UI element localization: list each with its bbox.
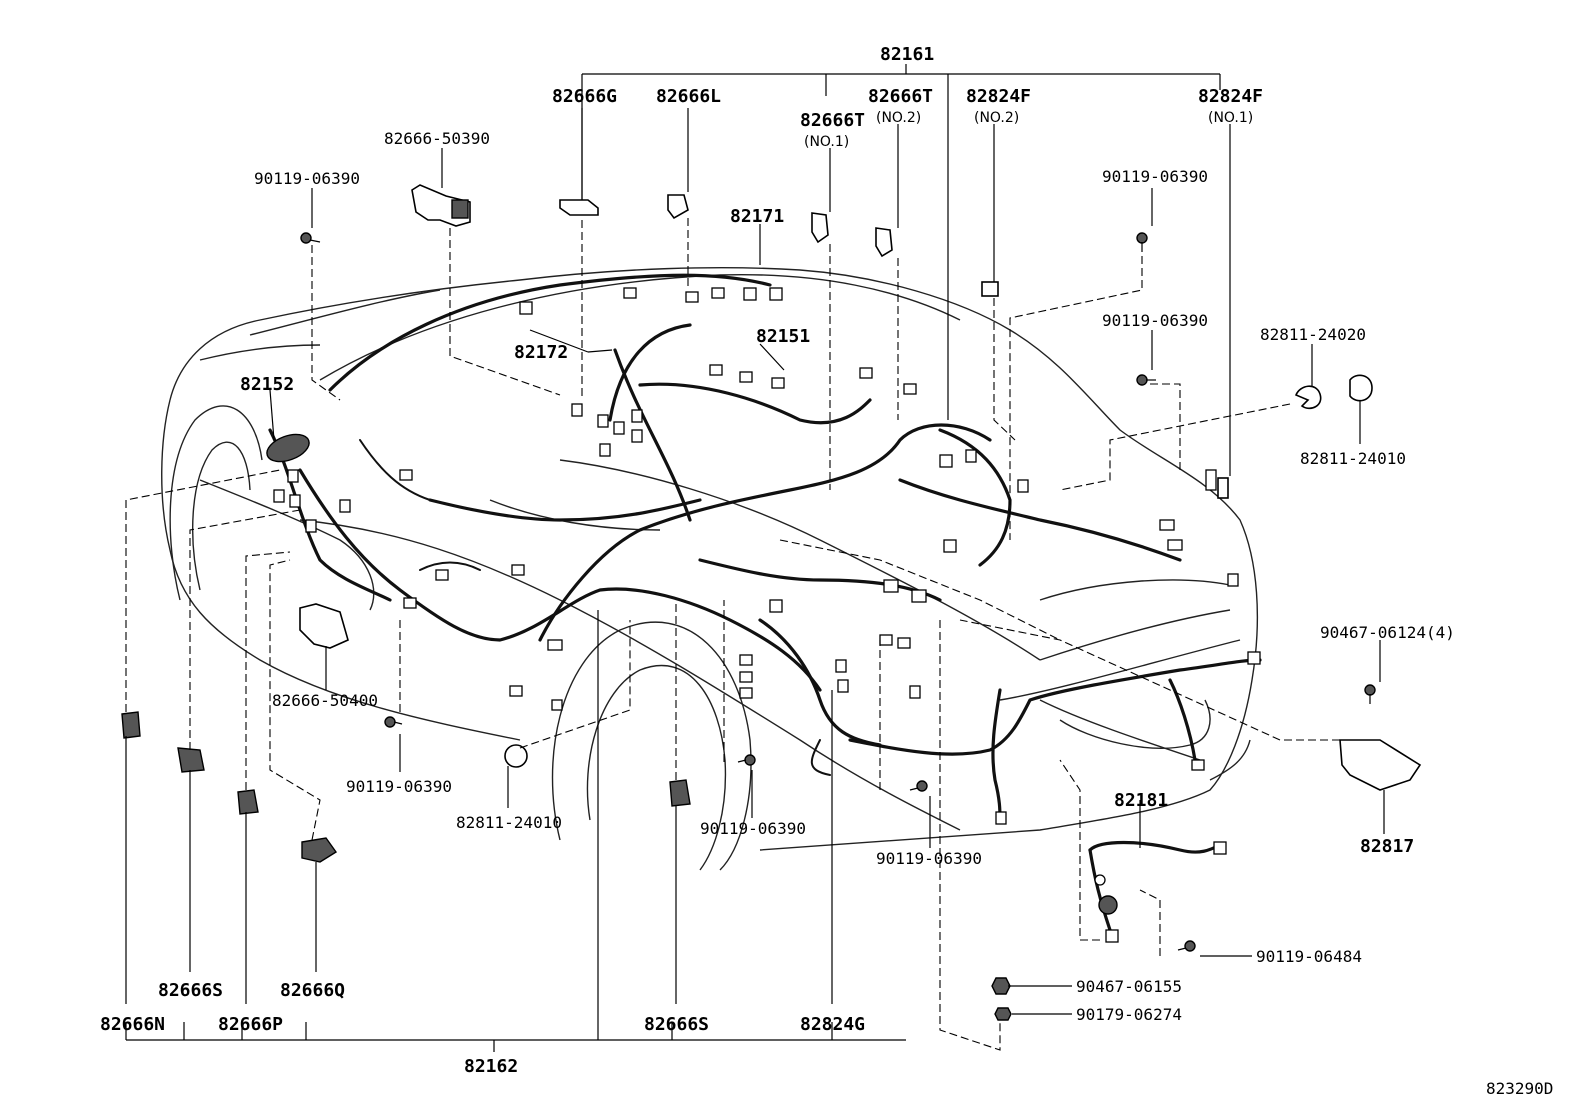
label-82666-50400: 82666-50400 <box>272 691 378 710</box>
diagram-id: 823290D <box>1486 1079 1553 1098</box>
label-82666-50390: 82666-50390 <box>384 129 490 148</box>
bolt-icon <box>1177 940 1196 952</box>
label-90119-06390-tl: 90119-06390 <box>254 169 360 188</box>
bolt-icon <box>909 780 928 792</box>
bolt-icon <box>1364 684 1376 704</box>
dashed-leaders <box>125 218 1340 1051</box>
label-82666S-mid: 82666S <box>644 1014 709 1035</box>
bolt-icon <box>384 716 403 728</box>
label-90119-06390-bl: 90119-06390 <box>346 777 452 796</box>
nut-icon <box>994 1007 1012 1021</box>
label-82666P: 82666P <box>218 1014 283 1035</box>
label-82181: 82181 <box>1114 790 1168 811</box>
label-82151: 82151 <box>756 326 810 347</box>
label-82666L: 82666L <box>656 86 721 107</box>
label-82811-24020: 82811-24020 <box>1260 325 1366 344</box>
label-82811-24010-b: 82811-24010 <box>456 813 562 832</box>
label-82152: 82152 <box>240 374 294 395</box>
bolt-icon <box>1136 232 1148 252</box>
harness-routing <box>268 273 1262 932</box>
label-90119-06484: 90119-06484 <box>1256 947 1362 966</box>
bolt-icon <box>1136 374 1156 386</box>
label-90119-06390-bm: 90119-06390 <box>700 819 806 838</box>
label-90179-06274: 90179-06274 <box>1076 1005 1182 1024</box>
group-brackets <box>125 64 1221 1052</box>
label-82666T-no2: 82666T <box>868 86 933 107</box>
label-82811-24010-r: 82811-24010 <box>1300 449 1406 468</box>
label-90467-06124: 90467-06124(4) <box>1320 623 1455 642</box>
label-82161: 82161 <box>880 44 934 65</box>
label-82172: 82172 <box>514 342 568 363</box>
label-82824F-no2-sub: (NO.2) <box>974 110 1019 126</box>
label-82666Q: 82666Q <box>280 980 345 1001</box>
bolt-icon <box>737 754 756 766</box>
label-82824G: 82824G <box>800 1014 865 1035</box>
label-90119-06390-br: 90119-06390 <box>876 849 982 868</box>
label-90119-06390-tr: 90119-06390 <box>1102 167 1208 186</box>
label-82666T-no2-sub: (NO.2) <box>876 110 921 126</box>
label-82824F-no1-sub: (NO.1) <box>1208 110 1253 126</box>
label-82171: 82171 <box>730 206 784 227</box>
label-82817: 82817 <box>1360 836 1414 857</box>
nut-icon <box>991 977 1011 995</box>
harness-connectors <box>273 287 1261 943</box>
label-90467-06155: 90467-06155 <box>1076 977 1182 996</box>
label-82666T-no1: 82666T <box>800 110 865 131</box>
label-82666S-left: 82666S <box>158 980 223 1001</box>
leader-lines <box>125 108 1385 1015</box>
label-82666T-no1-sub: (NO.1) <box>804 134 849 150</box>
label-82162: 82162 <box>464 1056 518 1077</box>
label-82824F-no1: 82824F <box>1198 86 1263 107</box>
label-82666N: 82666N <box>100 1014 165 1035</box>
parts <box>121 184 1422 1021</box>
label-90119-06390-r2: 90119-06390 <box>1102 311 1208 330</box>
bolt-icon <box>300 232 321 244</box>
label-82824F-no2: 82824F <box>966 86 1031 107</box>
label-82666G: 82666G <box>552 86 617 107</box>
part-labels: 82161 82666G 82666L 82666T (NO.1) 82666T… <box>100 44 1553 1098</box>
car-body-outline <box>161 266 1259 871</box>
